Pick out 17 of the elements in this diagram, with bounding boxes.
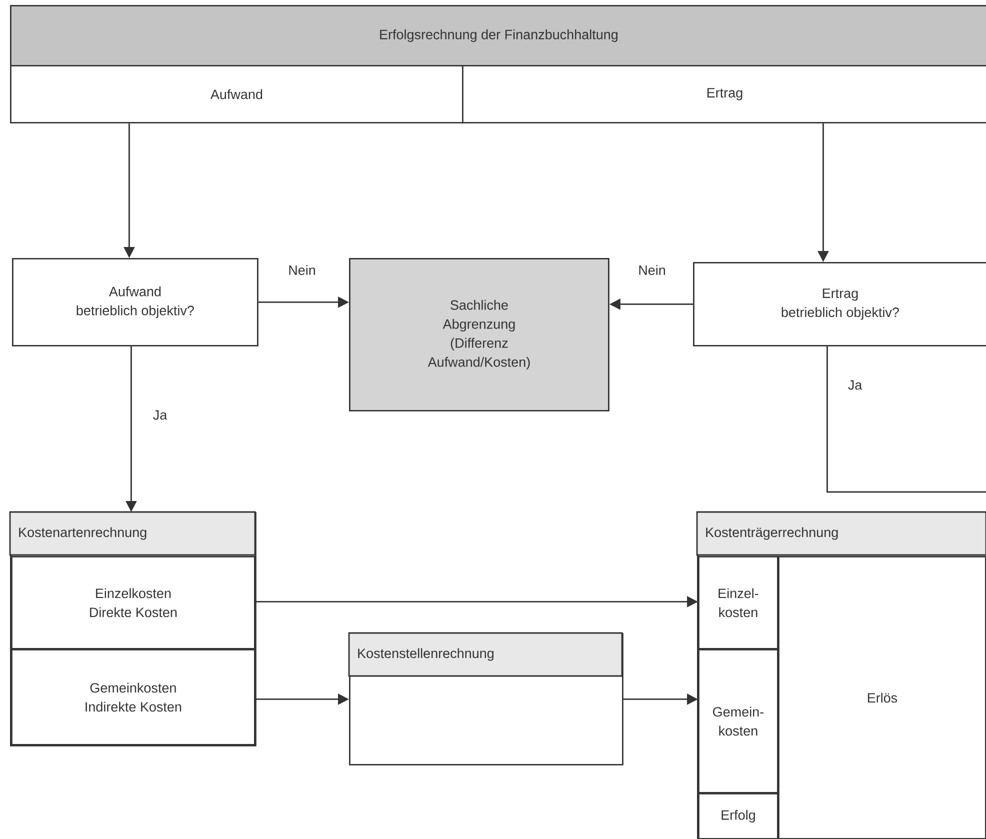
table-cell: Einzel- kosten	[698, 556, 778, 650]
table-cell: Erfolg	[698, 793, 778, 839]
edge-label: Nein	[637, 264, 667, 276]
edge-label: Ja	[846, 379, 864, 391]
table-cell: Gemeinkosten Indirekte Kosten	[11, 649, 256, 746]
process-box: Sachliche Abgrenzung (Differenz Aufwand/Kosten)	[349, 258, 610, 412]
table-cell: Gemein- kosten	[698, 649, 778, 794]
edge-label: Ja	[152, 409, 168, 421]
decision-box: Ertrag betrieblich objektiv?	[693, 262, 986, 346]
header-bar: Erfolgsrechnung der Finanzbuchhaltung	[10, 5, 986, 66]
container-box: Kostenstellenrechnung	[348, 632, 624, 766]
decision-box: Aufwand betrieblich objektiv?	[12, 258, 258, 346]
table-cell: Einzelkosten Direkte Kosten	[11, 556, 256, 650]
edge-label: Nein	[287, 264, 317, 276]
table-cell: Erlös	[778, 556, 986, 839]
table-cell: Ertrag	[462, 65, 986, 124]
table-cell: Aufwand	[10, 65, 464, 124]
